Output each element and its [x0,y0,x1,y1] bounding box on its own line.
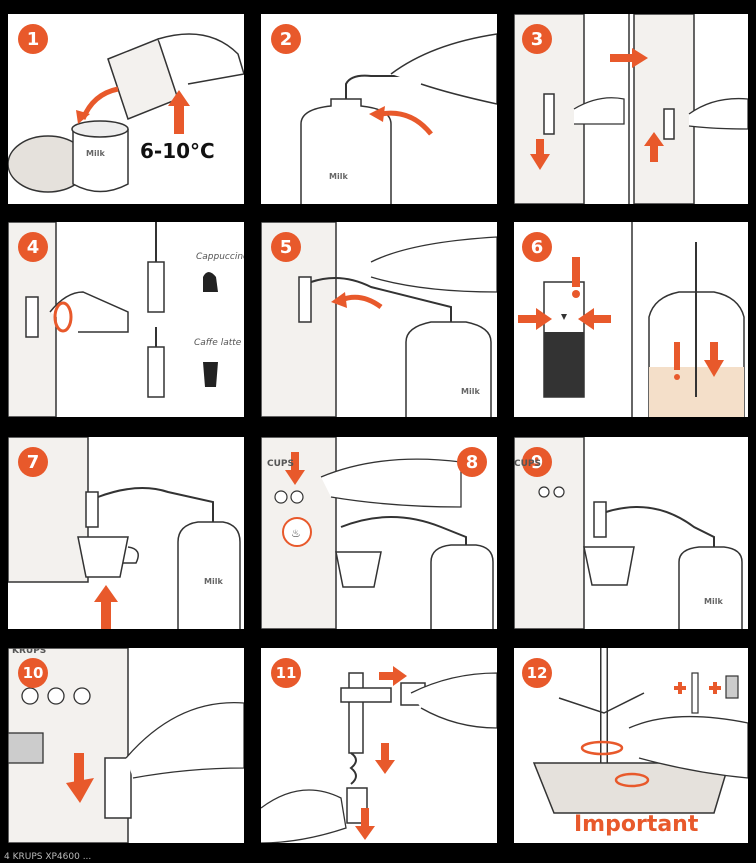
step-number-badge: 3 [522,24,552,54]
place-cup-illustration [8,437,241,629]
cups-label: CUPS [514,459,541,469]
select-drink-illustration [8,222,218,417]
remove-nozzle-illustration [8,648,244,843]
step-10-panel: 10 KRUPS [8,648,244,843]
cappuccino-label: Cappuccino [196,252,244,262]
press-button-illustration: ♨ [261,437,494,629]
milk-label: Milk [461,387,480,396]
step-number-badge: 9 [522,447,552,477]
step-number-badge: 5 [271,232,301,262]
step-number-badge: 2 [271,24,301,54]
step-3-panel: 3 [514,14,748,204]
milk-label: Milk [704,597,723,606]
step-5-panel: 5 Milk [261,222,497,417]
cups-label: CUPS [267,459,294,469]
step-11-panel: 11 [261,648,497,843]
step-number-badge: 10 [18,658,48,688]
insert-tube-illustration [300,33,497,204]
step-7-panel: 7 Milk [8,437,244,629]
important-label: Important [574,812,699,837]
step-4-panel: 4 Cappuccino Caffe latte [8,222,244,417]
step-6-panel: 6 [514,222,748,417]
check-flow-illustration [518,222,745,417]
step-number-badge: 6 [522,232,552,262]
footer-caption: 4 KRUPS XP4600 ... [4,852,92,862]
step-9-panel: 9 CUPS Milk [514,437,748,629]
step-12-panel: 12 Important [514,648,748,843]
disassemble-nozzle-illustration [261,666,497,843]
step-2-panel: 2 Milk [261,14,497,204]
clean-parts-illustration [532,648,748,814]
connect-tube-illustration [261,222,497,417]
step-number-badge: 11 [271,658,301,688]
step-number-badge: 1 [18,24,48,54]
temperature-label: 6-10°C [140,139,215,163]
brand-label: KRUPS [12,648,47,656]
step-number-badge: 7 [18,447,48,477]
step-1-panel: 1 Milk 6-10°C [8,14,244,204]
step-8-panel: 8 CUPS ♨ [261,437,497,629]
milk-label: Milk [204,577,223,586]
caffe-latte-label: Caffe latte [194,338,242,348]
step-number-badge: 12 [522,658,552,688]
step-number-badge: 4 [18,232,48,262]
milk-label: Milk [329,172,348,181]
milk-label: Milk [86,149,105,158]
pour-milk-illustration [8,33,244,193]
step-number-badge: 8 [457,447,487,477]
svg-text:♨: ♨ [291,527,301,540]
